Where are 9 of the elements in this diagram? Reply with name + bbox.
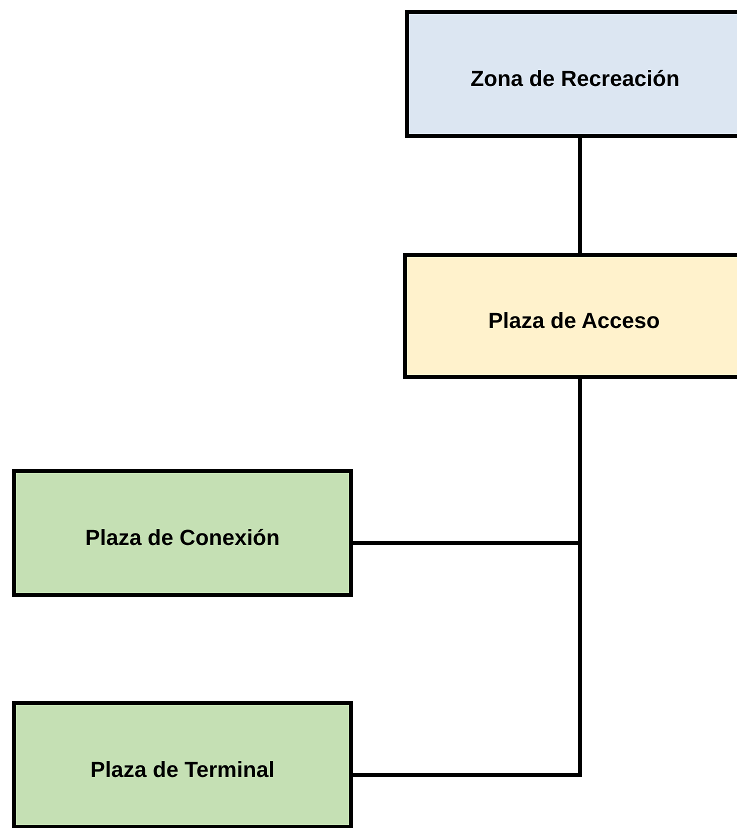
box-label: Plaza de Acceso [488, 307, 660, 334]
box-label: Zona de Recreación [470, 65, 680, 92]
process-box [405, 10, 737, 138]
box-label: Plaza de Terminal [90, 756, 275, 783]
process-box [403, 253, 737, 379]
box-label: Plaza de Conexión [85, 524, 280, 551]
process-box [12, 701, 353, 828]
connector-line [578, 138, 582, 253]
process-box [12, 469, 353, 597]
